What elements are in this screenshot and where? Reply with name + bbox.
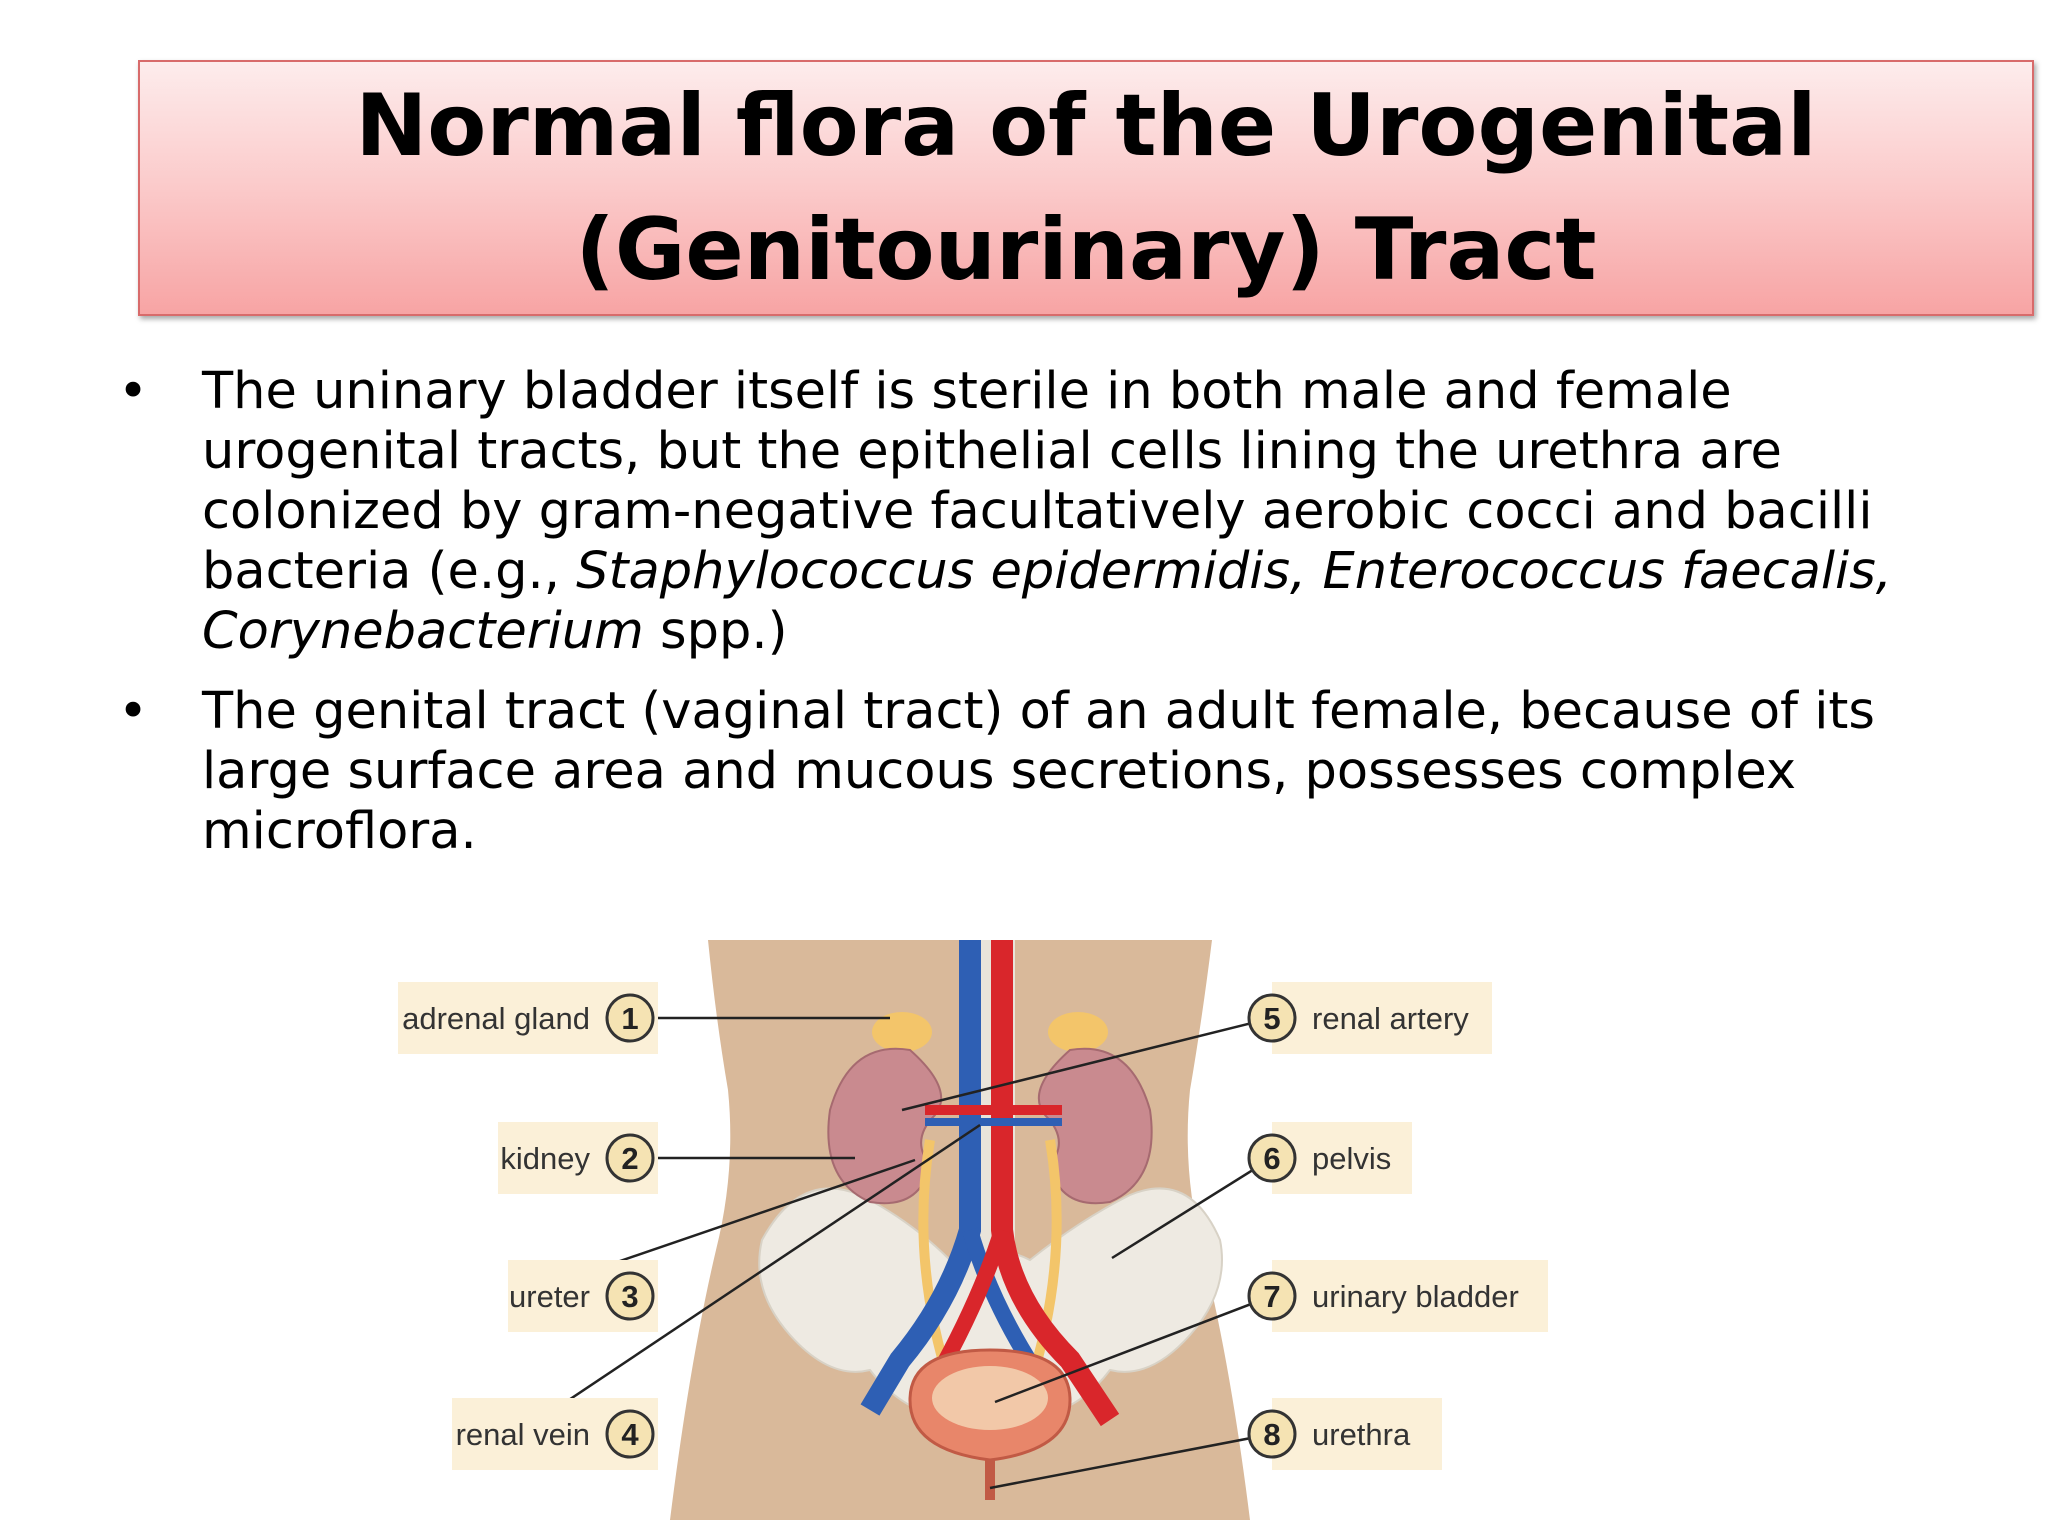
urinary-system-diagram: adrenal gland 1 kidney 2 ureter 3 renal … (398, 940, 1548, 1520)
leader-line (1111, 1156, 1273, 1260)
number-text: 2 (621, 1141, 638, 1176)
bullet-text-part: spp.) (643, 602, 788, 661)
title-line-2: (Genitourinary) Tract (575, 200, 1597, 300)
bullet-item: • The uninary bladder itself is sterile … (118, 362, 1938, 662)
bullet-text-part: The uninary bladder itself is sterile in… (202, 362, 1873, 601)
slide-title: Normal flora of the Urogenital (Genitour… (336, 64, 1836, 312)
label-pelvis: 6 pelvis (1247, 1122, 1412, 1194)
leader-line (994, 1294, 1273, 1404)
bullet-text: The genital tract (vaginal tract) of an … (202, 682, 1875, 861)
leader-line (901, 1016, 1273, 1112)
bladder-interior (932, 1366, 1048, 1430)
label-text: adrenal gland (402, 1001, 590, 1036)
bullet-item: • The genital tract (vaginal tract) of a… (118, 682, 1938, 862)
number-text: 5 (1263, 1001, 1280, 1036)
number-circle (1247, 993, 1297, 1043)
label-text: urethra (1312, 1417, 1411, 1452)
label-bg (1272, 982, 1492, 1054)
number-circle (1247, 1409, 1297, 1459)
label-renal-artery: 5 renal artery (1247, 982, 1492, 1054)
leader-line (517, 1123, 981, 1436)
number-circle (1247, 1133, 1297, 1183)
ureter-right (1025, 1139, 1062, 1387)
label-kidney: kidney 2 (498, 1122, 658, 1194)
number-text: 3 (621, 1279, 638, 1314)
label-text: ureter (509, 1279, 590, 1314)
title-line-1: Normal flora of the Urogenital (355, 76, 1817, 176)
adrenal-gland-left (872, 1012, 932, 1052)
label-renal-vein: renal vein 4 (452, 1398, 658, 1470)
title-banner: Normal flora of the Urogenital (Genitour… (138, 60, 2034, 316)
number-text: 8 (1263, 1417, 1280, 1452)
label-text: kidney (500, 1141, 590, 1176)
label-text: urinary bladder (1312, 1279, 1519, 1314)
bullet-marker: • (118, 682, 149, 741)
leader-line (989, 1432, 1273, 1490)
number-circle (605, 1271, 655, 1321)
label-adrenal-gland: adrenal gland 1 (398, 982, 658, 1054)
number-circle (605, 1409, 655, 1459)
number-text: 6 (1263, 1141, 1280, 1176)
label-text: renal artery (1312, 1001, 1469, 1036)
label-ureter: ureter 3 (508, 1260, 658, 1332)
number-circle (605, 993, 655, 1043)
number-circle (1247, 1271, 1297, 1321)
bullet-text: The uninary bladder itself is sterile in… (202, 362, 1892, 661)
label-urinary-bladder: 7 urinary bladder (1247, 1260, 1548, 1332)
number-text: 1 (621, 1001, 638, 1036)
number-text: 4 (621, 1417, 639, 1452)
number-text: 7 (1263, 1279, 1280, 1314)
bullet-list: • The uninary bladder itself is sterile … (118, 362, 1938, 882)
adrenal-gland-right (1048, 1012, 1108, 1052)
label-urethra: 8 urethra (1247, 1398, 1442, 1470)
label-text: pelvis (1312, 1141, 1391, 1176)
label-bg (1272, 1398, 1442, 1470)
bullet-marker: • (118, 362, 149, 421)
label-bg (1272, 1260, 1548, 1332)
label-text: renal vein (456, 1417, 590, 1452)
bullet-italic-species: Staphylococcus epidermidis, Enterococcus… (202, 542, 1892, 661)
number-circle (605, 1133, 655, 1183)
